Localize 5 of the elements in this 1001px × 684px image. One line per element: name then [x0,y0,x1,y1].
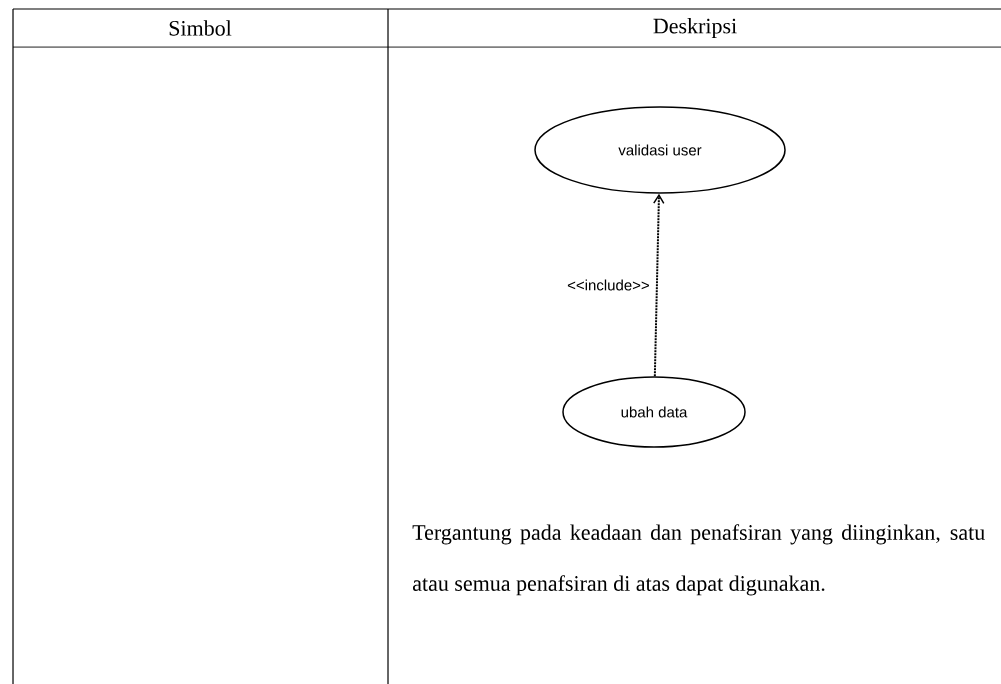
column-header: Deskripsi [653,18,737,38]
edge-label: <<include>> [567,279,649,291]
description-text: Tergantung pada keadaan dan penafsiran yang diinginkan, satu atau semua penafsiran di atas dapat digunakan. [412,524,985,596]
include-arrow [653,193,665,378]
column-header: Simbol [169,20,232,36]
